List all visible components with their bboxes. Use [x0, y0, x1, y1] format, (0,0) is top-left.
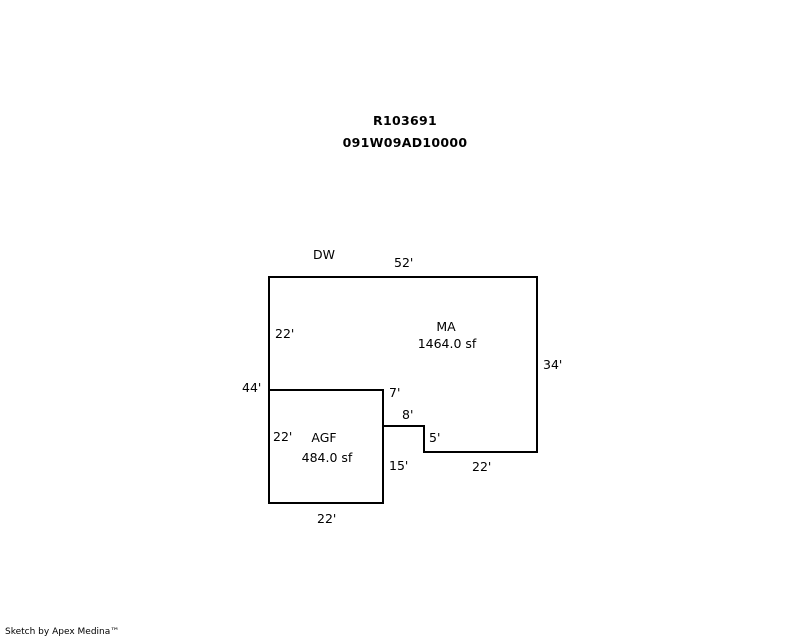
agf-area-label: 484.0 sf: [302, 450, 353, 465]
agf-bottom-dimension: 22': [317, 511, 336, 526]
garage-outline: [268, 389, 384, 504]
ma-bottom-dimension: 22': [472, 459, 491, 474]
ma-area-label: 1464.0 sf: [418, 336, 477, 351]
overall-left-dimension: 44': [242, 380, 261, 395]
map-number: 091W09AD10000: [342, 135, 468, 150]
notch-depth-dimension: 5': [429, 430, 440, 445]
parcel-id: R103691: [373, 113, 437, 128]
agf-right-dimension: 15': [389, 458, 408, 473]
ma-code-label: MA: [436, 319, 456, 334]
main-area-outline: [268, 276, 538, 453]
ma-left-upper-dimension: 22': [275, 326, 294, 341]
agf-code-label: AGF: [311, 430, 336, 445]
notch-width-dimension: 8': [402, 407, 413, 422]
ma-top-dimension: 52': [394, 255, 413, 270]
ma-right-dimension: 34': [543, 357, 562, 372]
sketch-credit: Sketch by Apex Medina™: [5, 627, 120, 637]
dw-label: DW: [313, 247, 335, 262]
notch-top-dimension: 7': [389, 385, 400, 400]
agf-left-dimension: 22': [273, 429, 292, 444]
